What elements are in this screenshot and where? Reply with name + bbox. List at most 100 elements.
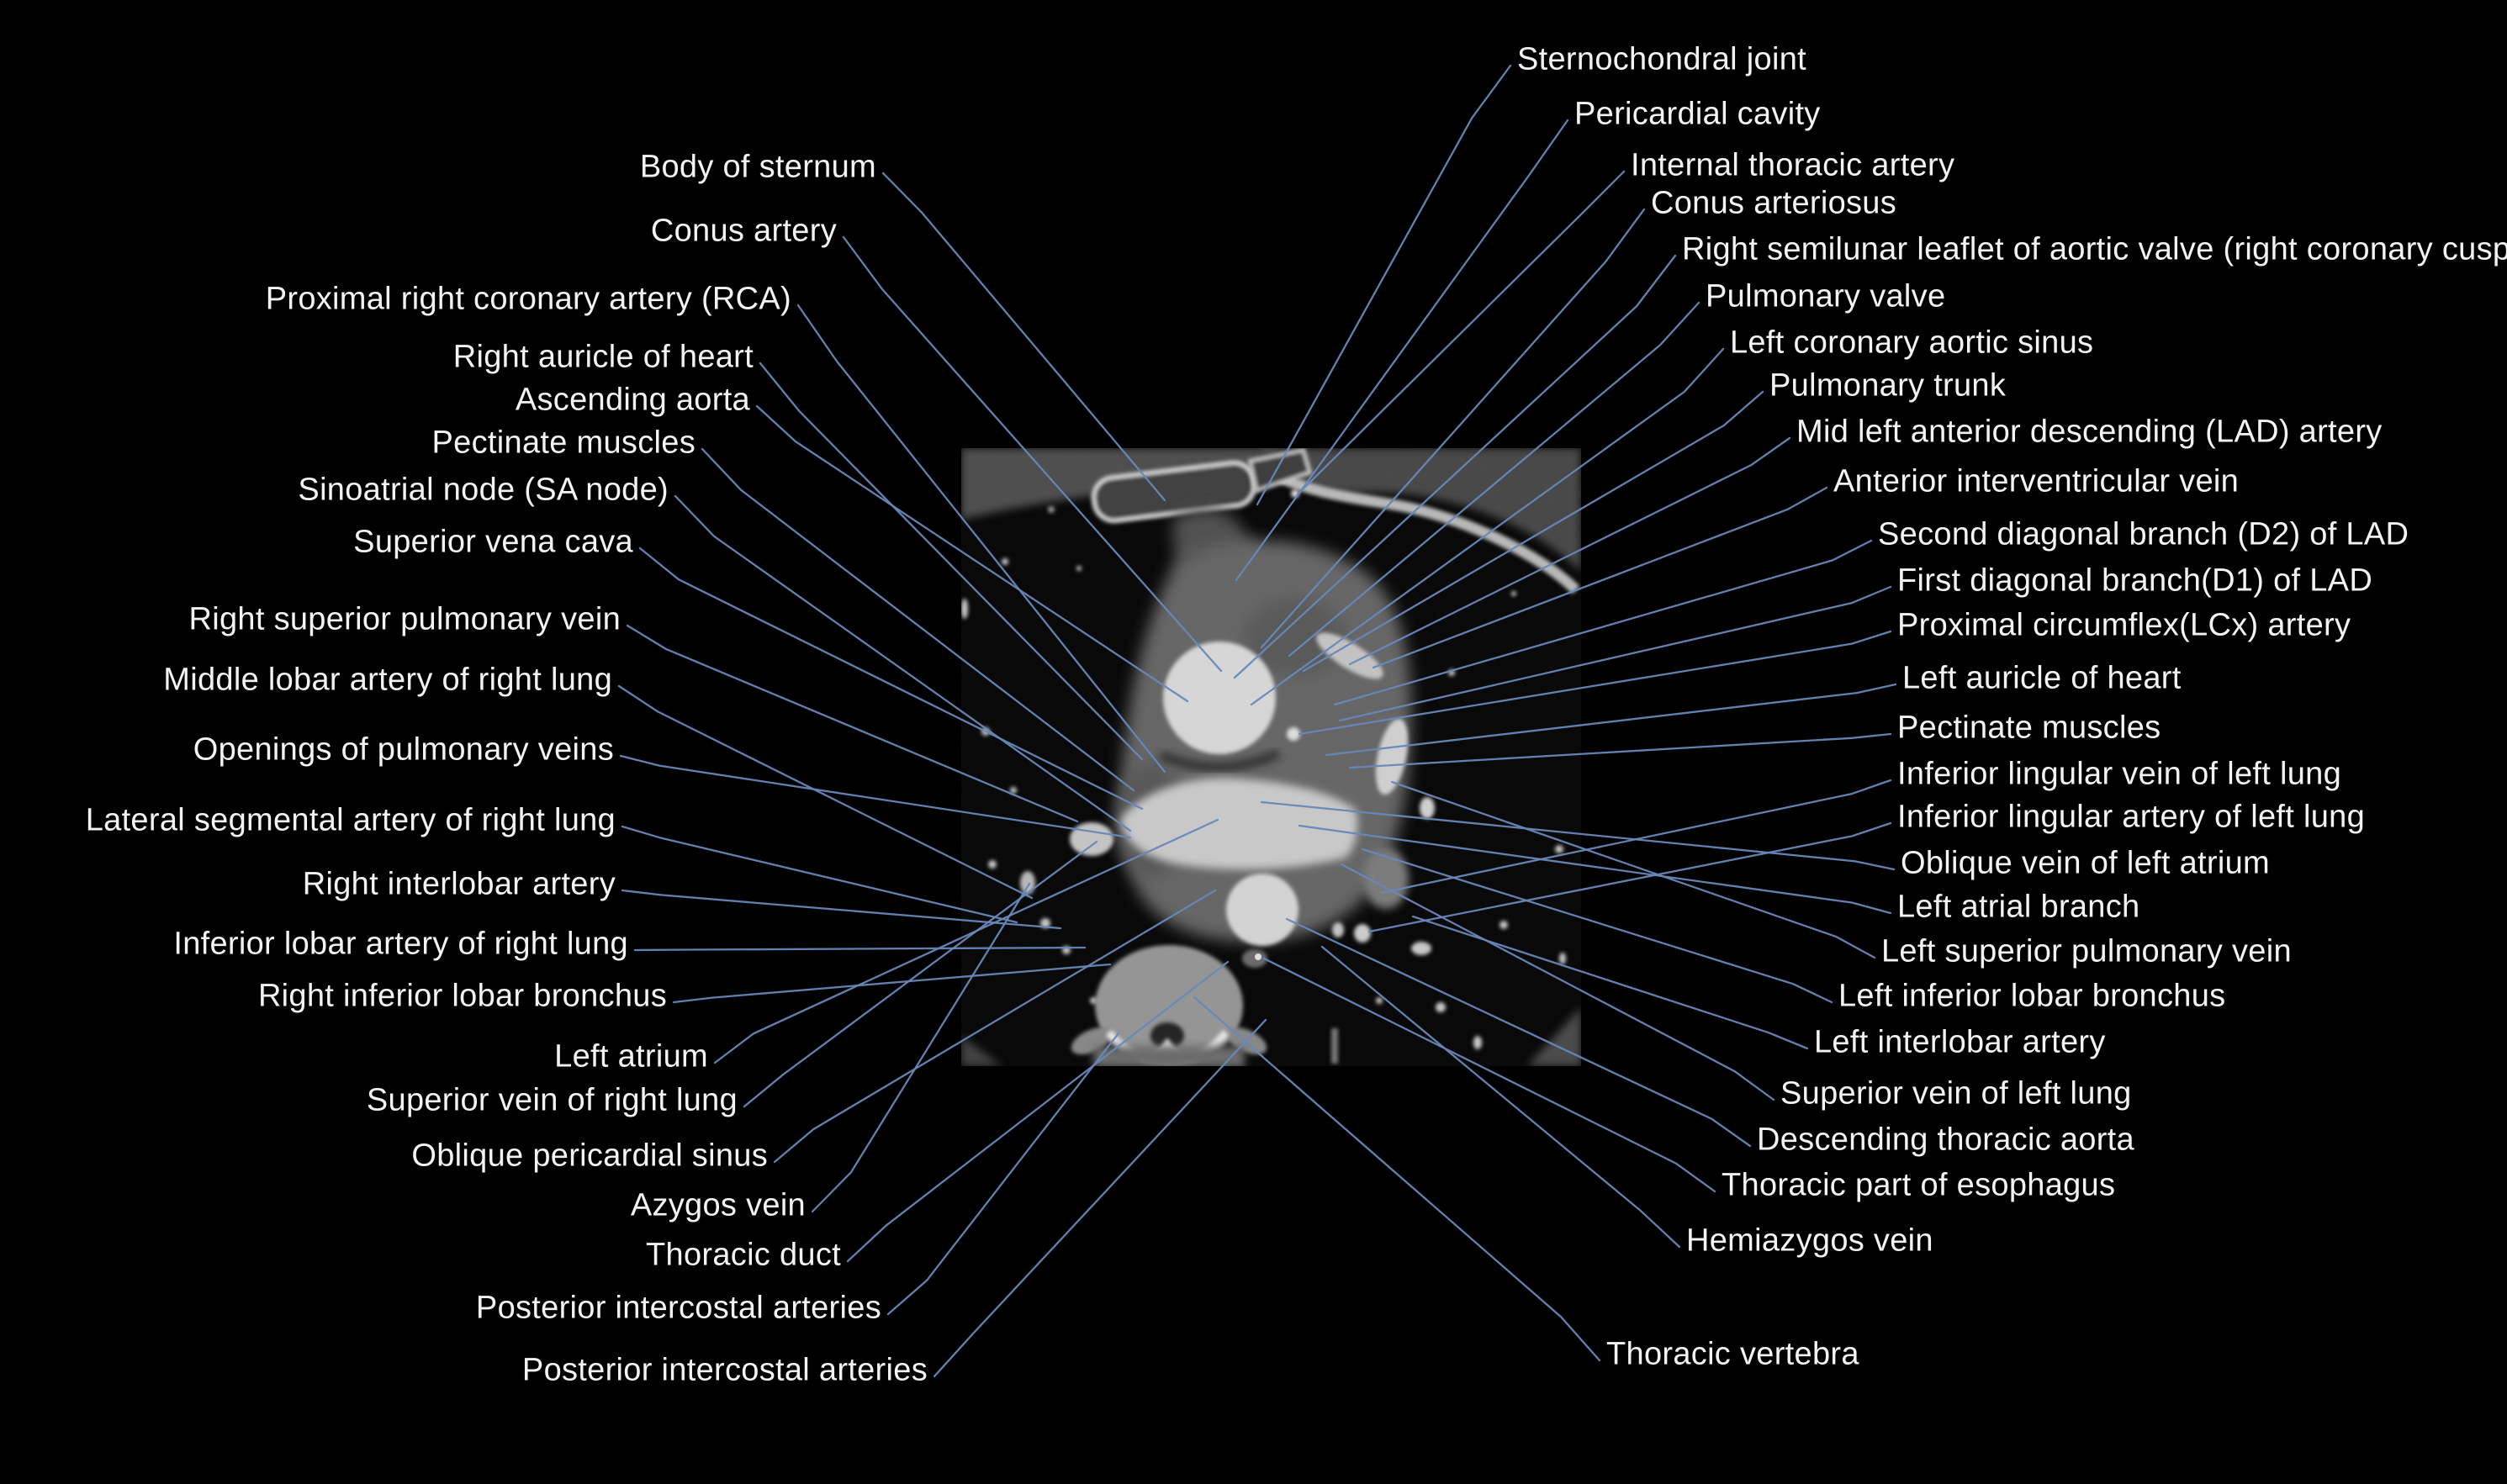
leader-lines [617,64,1897,1378]
leader-line [886,1032,1120,1316]
leader-line [1256,64,1512,506]
anatomy-label-right: Left interlobar artery [1814,1024,2106,1060]
anatomy-label-right: Hemiazygos vein [1686,1223,1933,1259]
anatomy-label-right: Proximal circumflex(LCx) artery [1897,607,2351,643]
anatomy-label-left: Right superior pulmonary vein [188,601,621,637]
leader-line [755,404,1189,703]
anatomy-label-right: Conus arteriosus [1651,185,1897,221]
anatomy-label-left: Body of sternum [639,149,876,185]
leader-line [1250,347,1725,706]
anatomy-label-right: Inferior lingular artery of left lung [1897,799,2366,835]
anatomy-label-left: Lateral segmental artery of right lung [85,802,616,838]
anatomy-label-right: Second diagonal branch (D2) of LAD [1878,516,2409,552]
leader-line [633,946,1087,952]
anatomy-label-right: Left superior pulmonary vein [1881,933,2292,969]
leader-line [1296,170,1626,496]
leader-line [1338,585,1892,722]
anatomy-label-left: Superior vena cava [353,524,633,560]
leader-line [811,882,1031,1213]
leader-line [743,840,1098,1108]
anatomy-label-left: Oblique pericardial sinus [411,1138,768,1174]
leader-line [1379,779,1892,895]
leader-line [1235,119,1569,582]
anatomy-label-left: Right auricle of heart [452,339,754,375]
anatomy-label-right: Oblique vein of left atrium [1901,845,2270,881]
leader-line [701,447,1135,792]
leader-line [1411,915,1809,1050]
anatomy-label-right: Pulmonary valve [1706,278,1946,314]
leader-line [617,684,1034,900]
anatomy-label-right: Left atrial branch [1897,889,2140,925]
leader-line [1298,630,1892,736]
leader-line [1298,824,1892,915]
leader-line [638,547,1144,811]
anatomy-label-left: Openings of pulmonary veins [193,731,614,768]
anatomy-label-right: Anterior interventricular vein [1833,463,2240,499]
anatomy-label-right: Pectinate muscles [1897,710,2161,746]
leader-line [1367,821,1892,933]
anatomy-label-right: Thoracic part of esophagus [1722,1167,2116,1203]
anatomy-label-right: Internal thoracic artery [1631,147,1955,183]
leader-line [1193,995,1601,1362]
anatomy-label-right: Right semilunar leaflet of aortic valve … [1682,231,2507,267]
anatomy-label-right: Left inferior lobar bronchus [1838,978,2226,1014]
leader-line [621,889,1062,930]
anatomy-label-right: Pericardial cavity [1574,96,1821,132]
leader-line [619,754,1132,839]
leader-line [1233,254,1677,679]
anatomy-label-left: Right interlobar artery [302,866,616,902]
anatomy-label-left: Conus artery [650,213,837,249]
anatomy-label-right: Superior vein of left lung [1780,1075,2132,1112]
leader-line [1320,945,1681,1249]
leader-line [1390,780,1876,959]
anatomy-label-right: Left auricle of heart [1902,660,2182,696]
leader-line [846,960,1230,1263]
anatomy-label-left: Sinoatrial node (SA node) [298,472,669,508]
leader-line [773,889,1217,1164]
anatomy-label-left: Middle lobar artery of right lung [163,662,612,698]
leader-line [1325,683,1897,757]
anatomy-label-left: Superior vein of right lung [366,1082,738,1118]
anatomy-label-left: Pectinate muscles [431,425,696,461]
leader-line [759,362,1144,761]
anatomy-label-right: Mid left anterior descending (LAD) arter… [1796,414,2383,450]
leader-line [1361,848,1833,1004]
leader-line [796,304,1166,774]
anatomy-label-right: First diagonal branch(D1) of LAD [1897,562,2373,599]
leader-line [621,825,1018,924]
leader-line [672,963,1112,1004]
leader-line [1348,732,1892,769]
anatomy-label-right: Sternochondral joint [1517,41,1806,77]
leader-line [1302,390,1764,673]
anatomy-label-left: Ascending aorta [515,382,750,418]
leader-line [1372,486,1828,669]
leader-line [842,235,1223,673]
leader-line [1260,800,1896,871]
leader-line [1288,301,1700,658]
leader-line [1285,917,1752,1148]
anatomy-label-right: Left coronary aortic sinus [1730,325,2094,361]
anatomy-label-left: Proximal right coronary artery (RCA) [265,281,791,317]
anatomy-label-left: Thoracic duct [646,1237,841,1273]
leader-line [1348,436,1791,666]
leader-line [1333,539,1873,706]
leader-line [1262,957,1716,1193]
leader-line [1260,208,1646,649]
anatomy-label-left: Posterior intercostal arteries [521,1352,928,1388]
anatomy-label-right: Inferior lingular vein of left lung [1897,756,2342,792]
anatomy-label-left: Inferior lobar artery of right lung [173,926,628,962]
leader-line [713,818,1219,1064]
leader-line [674,494,1132,832]
anatomy-label-left: Right inferior lobar bronchus [257,978,667,1014]
anatomy-label-left: Left atrium [554,1038,708,1075]
anatomy-label-left: Azygos vein [630,1187,806,1223]
leader-line [933,1018,1267,1378]
leader-line [881,172,1166,502]
leader-line [1340,863,1775,1101]
anatomy-label-left: Posterior intercostal arteries [475,1290,881,1326]
anatomy-label-right: Pulmonary trunk [1769,367,2007,404]
leader-line [626,624,1079,823]
